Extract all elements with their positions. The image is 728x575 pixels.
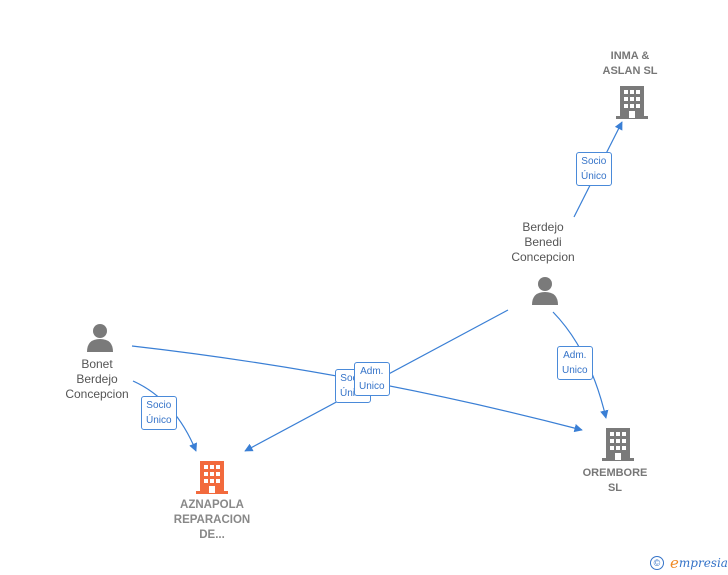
- building-icon[interactable]: [616, 84, 648, 120]
- copyright-icon: ©: [650, 556, 664, 570]
- building-icon[interactable]: [196, 459, 228, 495]
- node-label-line: Bonet: [81, 357, 113, 371]
- edge-label-socio-unico[interactable]: Socio Único: [576, 152, 612, 186]
- edge-label-line: Único: [146, 415, 172, 426]
- brand-logo-letter: e: [670, 554, 679, 572]
- node-label-line: Concepcion: [511, 250, 575, 264]
- brand-name: mpresia: [678, 556, 728, 570]
- edge-label-line: Unico: [562, 365, 588, 376]
- node-label-line: SL: [607, 482, 623, 494]
- node-label-berdejo-benedi: Berdejo Benedi Concepcion: [503, 220, 583, 265]
- edge-label-line: Adm.: [360, 366, 384, 377]
- node-label-line: OREMBORE: [582, 467, 648, 479]
- node-label-line: Berdejo: [522, 220, 564, 234]
- node-label-line: DE...: [199, 529, 225, 541]
- node-label-line: ASLAN SL: [602, 65, 658, 77]
- person-icon[interactable]: [85, 322, 115, 352]
- node-label-inma: INMA & ASLAN SL: [590, 49, 670, 79]
- empresia-brand[interactable]: © e mpresia: [650, 554, 728, 572]
- node-label-line: REPARACION: [173, 514, 251, 526]
- edge-label-line: Único: [581, 171, 607, 182]
- edge-label-line: Socio: [581, 156, 607, 167]
- edge-label-line: Socio: [340, 373, 366, 384]
- edge-label-line: Único: [340, 388, 366, 399]
- person-icon[interactable]: [530, 275, 560, 305]
- node-label-line: Berdejo: [76, 372, 118, 386]
- node-label-line: INMA &: [610, 50, 650, 62]
- edge-label-socio-unico[interactable]: Socio Único: [141, 396, 177, 430]
- edge-label-line: Unico: [359, 381, 385, 392]
- node-label-orembore: OREMBORE SL: [575, 466, 655, 496]
- node-label-aznapola: AZNAPOLA REPARACION DE...: [162, 498, 262, 543]
- node-label-line: Concepcion: [65, 387, 129, 401]
- edge-label-adm-unico[interactable]: Adm. Unico: [557, 346, 593, 380]
- edge-label-line: Socio: [146, 400, 172, 411]
- edge-label-adm-unico[interactable]: Adm. Unico: [354, 362, 390, 396]
- node-label-line: AZNAPOLA: [180, 499, 244, 511]
- node-label-line: Benedi: [524, 235, 562, 249]
- node-label-bonet: Bonet Berdejo Concepcion: [57, 357, 137, 402]
- building-icon[interactable]: [602, 426, 634, 462]
- edge-label-line: Adm.: [563, 350, 587, 361]
